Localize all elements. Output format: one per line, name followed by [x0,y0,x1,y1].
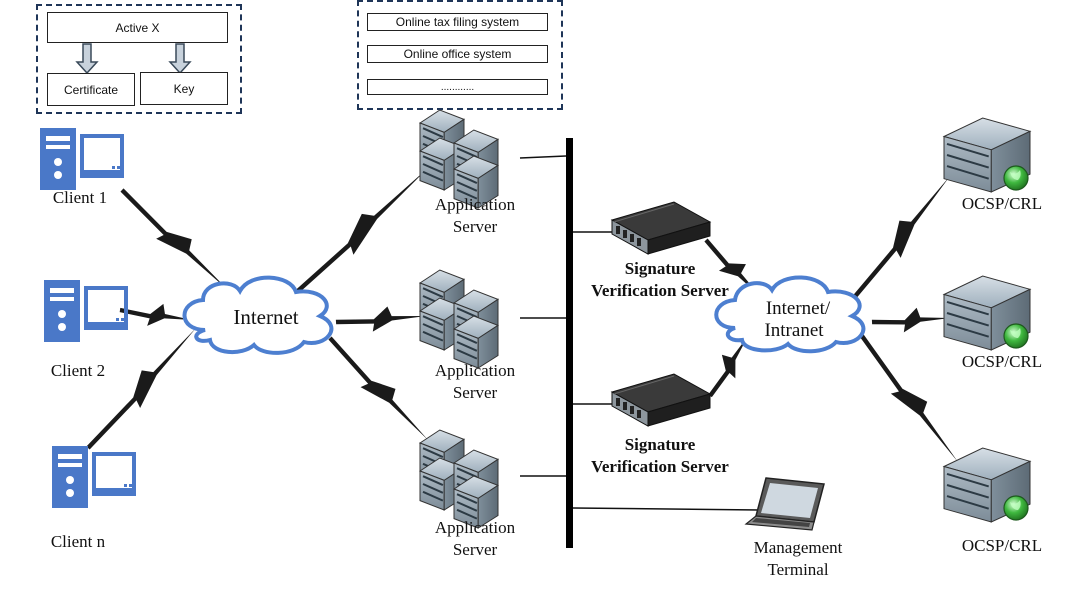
link-internet-app1 [288,168,428,300]
ocsp-label: OCSP/CRL [961,352,1043,371]
client-computer-icon [44,280,128,342]
intranet-label-line1: Internet/ [765,298,831,319]
sig-server-label-line2: Verification Server [591,281,729,300]
internet-cloud [182,275,334,355]
link-intranet-ocsp3 [860,334,958,462]
management-label-line2: Terminal [767,560,829,579]
app-server-label-line1: Application [434,361,516,380]
link-internet-app3 [328,336,428,440]
app-server-label-line1: Application [434,518,516,537]
intranet-label-line2: Intranet [764,320,824,341]
signature-server-icon [610,373,712,427]
ocsp-server-icon [942,447,1032,523]
link-client1-internet [120,188,228,290]
link-app1-bus [519,155,567,159]
app-server-label-line2: Server [452,383,498,402]
laptop-icon [744,477,825,531]
app-item-box: Online tax filing system [367,13,548,31]
app-item-box: ............ [367,79,548,95]
management-label-line1: Management [753,538,843,557]
application-server-icon [418,109,500,209]
ocsp-label: OCSP/CRL [961,194,1043,213]
link-sig1-intranet [704,238,760,296]
client-label: Client 2 [50,361,106,380]
client-label: Client 1 [52,188,108,207]
link-internet-app2 [335,306,426,332]
link-client2-internet [119,303,192,326]
sig-server-label-line1: Signature [624,259,696,278]
app-item-label: Online office system [403,47,512,61]
sig-server-label-line2: Verification Server [591,457,729,476]
link-clientn-internet [86,328,196,450]
link-intranet-ocsp1 [850,176,950,302]
ocsp-server-icon [942,275,1032,351]
app-item-label: Online tax filing system [395,15,520,29]
activex-box: Active X [47,12,228,43]
backbone-bus [566,138,573,548]
link-terminal-bus [572,507,761,511]
link-sig2-intranet [708,336,748,398]
app-item-box: Online office system [367,45,548,63]
app-server-label-line2: Server [452,540,498,559]
client-computer-icon [52,446,136,508]
client-computer-icon [40,128,124,190]
arrow-to-certificate [75,43,99,75]
signature-server-icon [610,201,712,255]
applications-panel [357,0,563,110]
ocsp-server-icon [942,117,1032,193]
client-label: Client n [50,532,106,551]
key-label: Key [173,81,195,96]
intranet-cloud [714,275,866,354]
sig-server-label-line1: Signature [624,435,696,454]
ocsp-label: OCSP/CRL [961,536,1043,555]
certificate-label: Certificate [63,82,119,97]
app-server-label-line2: Server [452,217,498,236]
internet-label: Internet [233,305,299,329]
activex-label: Active X [115,20,160,35]
key-box: Key [140,72,228,105]
arrow-to-key [168,43,192,75]
application-server-icon [418,269,500,369]
application-server-icon [418,429,500,529]
link-intranet-ocsp2 [871,307,950,333]
app-server-label-line1: Application [434,195,516,214]
browser-component-panel [36,4,242,114]
app-item-label: ............ [440,81,475,93]
certificate-box: Certificate [47,73,135,106]
